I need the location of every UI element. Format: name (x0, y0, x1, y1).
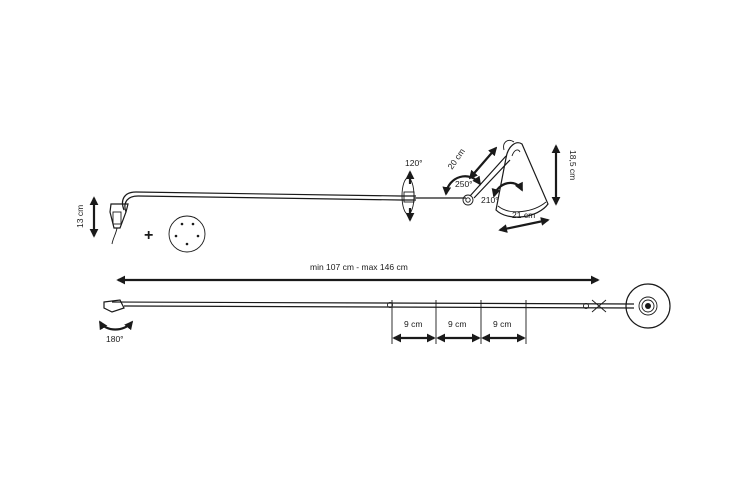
label-120: 120° (405, 158, 423, 168)
label-21cm: 21 cm (512, 210, 535, 220)
plan-shade (625, 283, 671, 329)
rotation-180-arrow (99, 320, 134, 331)
label-step1: 9 cm (404, 319, 422, 329)
plan-view (99, 275, 671, 344)
plan-wall-mount (103, 299, 125, 313)
main-arm (121, 191, 401, 211)
label-210: 210° (481, 195, 499, 205)
lamp-shade (495, 139, 549, 218)
width-21cm-arrow (498, 217, 550, 233)
side-view (89, 139, 561, 253)
arm-20cm-arrow (468, 146, 498, 180)
plan-arm (111, 301, 635, 305)
plus-sign: + (144, 227, 153, 244)
rotation-250-arrow (442, 175, 482, 196)
label-250: 250° (455, 179, 473, 189)
rotation-210-arrow (491, 181, 523, 198)
label-18-5cm: 18,5 cm (568, 150, 578, 180)
label-20cm: 20 cm (445, 146, 466, 171)
label-step2: 9 cm (448, 319, 466, 329)
label-180: 180° (106, 334, 124, 344)
label-step3: 9 cm (493, 319, 511, 329)
base-plate (168, 215, 206, 253)
label-total-length: min 107 cm - max 146 cm (310, 262, 408, 272)
wall-mount (109, 203, 129, 245)
joint-knob (462, 194, 474, 206)
label-13cm: 13 cm (75, 205, 85, 228)
